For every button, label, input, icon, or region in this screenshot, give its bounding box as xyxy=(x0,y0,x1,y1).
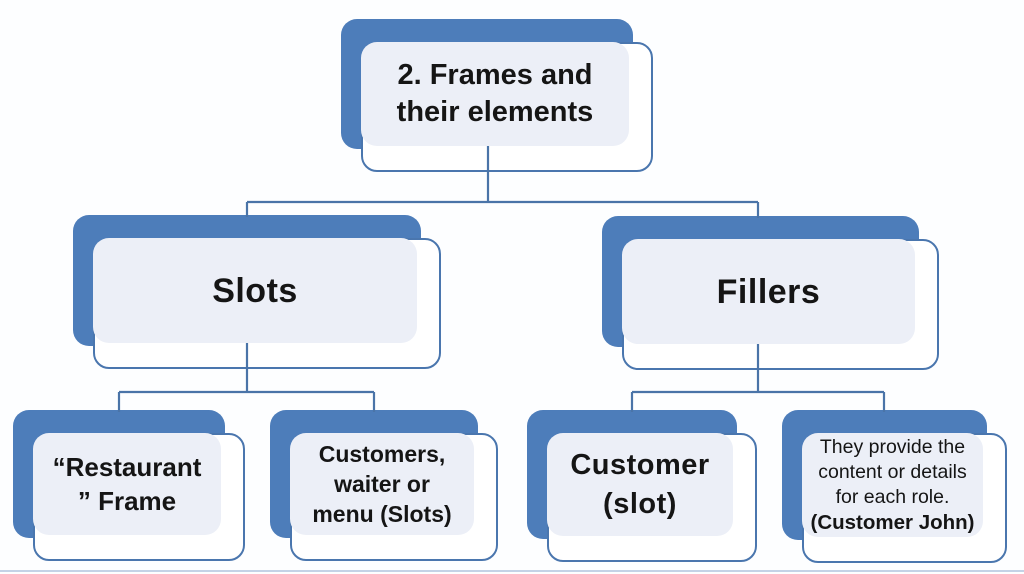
node-face: “Restaurant ” Frame xyxy=(33,433,221,535)
node-label: They provide the content or details for … xyxy=(811,435,975,535)
label-line: Customers, xyxy=(318,441,446,467)
label-line: 2. Frames and xyxy=(397,59,593,91)
node-face: Fillers xyxy=(622,239,915,344)
label-line: ” Frame xyxy=(77,486,177,516)
node-fillers: Fillers xyxy=(602,216,939,370)
label-line: content or details xyxy=(818,461,967,483)
node-customer-slot: Customer (slot) xyxy=(527,410,757,562)
node-face: Customer (slot) xyxy=(547,433,733,536)
label-line: (slot) xyxy=(603,487,677,520)
label-line: waiter or xyxy=(334,471,430,497)
node-label: 2. Frames and their elements xyxy=(397,57,594,131)
node-face: 2. Frames and their elements xyxy=(361,42,629,146)
node-label: “Restaurant ” Frame xyxy=(53,450,202,518)
label-line: Customer xyxy=(570,448,710,481)
label-line: menu (Slots) xyxy=(312,501,452,527)
node-face: They provide the content or details for … xyxy=(802,433,983,537)
node-face: Customers, waiter or menu (Slots) xyxy=(290,433,474,535)
slide-bottom-edge xyxy=(0,570,1024,572)
node-frames-root: 2. Frames and their elements xyxy=(341,19,653,172)
node-customers-waiter-menu: Customers, waiter or menu (Slots) xyxy=(270,410,498,561)
node-face: Slots xyxy=(93,238,417,343)
node-fillers-description: They provide the content or details for … xyxy=(782,410,1007,563)
label-line: their elements xyxy=(396,96,594,128)
label-line: Slots xyxy=(212,271,298,310)
node-label: Slots xyxy=(212,271,298,311)
label-line: “Restaurant xyxy=(52,452,202,482)
node-label: Customer (slot) xyxy=(570,446,709,524)
label-line: Fillers xyxy=(716,272,821,311)
node-restaurant-frame: “Restaurant ” Frame xyxy=(13,410,245,561)
label-line-bold: (Customer John) xyxy=(810,511,975,534)
label-line: for each role. xyxy=(835,486,950,508)
node-label: Customers, waiter or menu (Slots) xyxy=(312,439,451,529)
label-line: They provide the xyxy=(819,436,966,458)
node-slots: Slots xyxy=(73,215,441,369)
node-label: Fillers xyxy=(717,272,821,312)
